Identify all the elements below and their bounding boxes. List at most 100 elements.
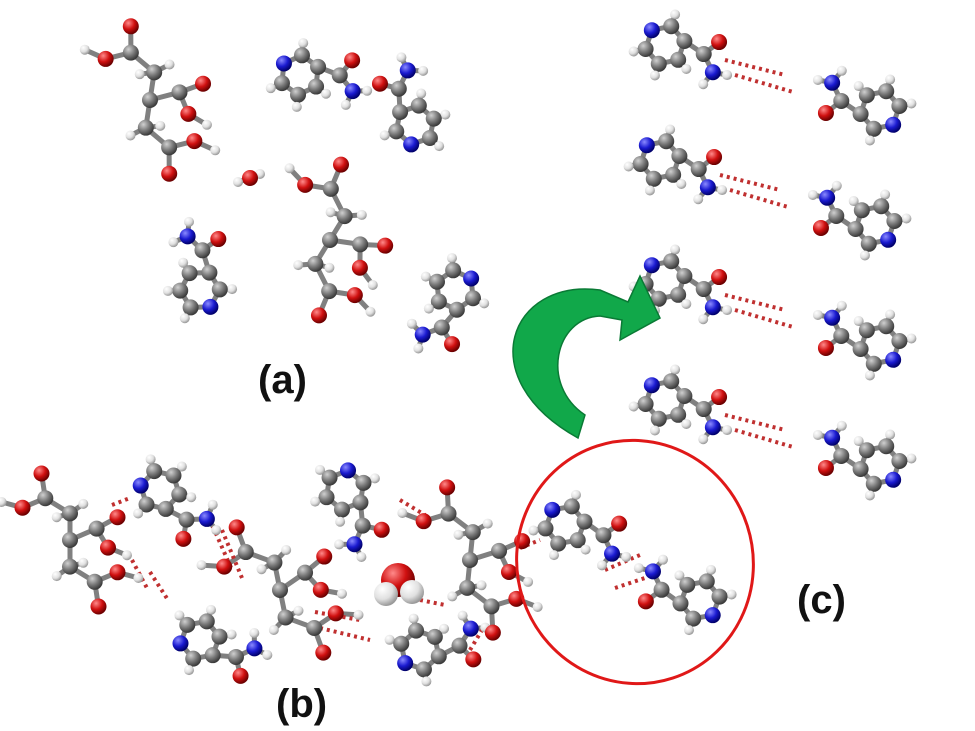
oxygen-atom bbox=[195, 75, 212, 92]
nitrogen-atom bbox=[819, 189, 836, 206]
carbon-atom bbox=[146, 463, 163, 480]
hydrogen-atom bbox=[633, 563, 644, 574]
carbon-atom bbox=[445, 262, 462, 279]
carbon-atom bbox=[157, 500, 174, 517]
hydrogen-bond bbox=[319, 626, 371, 642]
carbon-atom bbox=[290, 86, 307, 103]
carbon-atom bbox=[322, 180, 339, 197]
nitrogen-atom bbox=[462, 620, 479, 637]
oxygen-atom bbox=[817, 339, 834, 356]
carbon-atom bbox=[122, 44, 139, 61]
carbon-atom bbox=[266, 554, 283, 571]
hydrogen-atom bbox=[726, 589, 737, 600]
hydrogen-atom bbox=[457, 610, 468, 621]
oxygen-atom bbox=[444, 336, 461, 353]
nitrogen-atom bbox=[824, 74, 841, 91]
carbon-atom bbox=[355, 474, 372, 491]
hydrogen-atom bbox=[353, 609, 364, 620]
hydrogen-atom bbox=[207, 499, 218, 510]
hydrogen-atom bbox=[408, 613, 419, 624]
oxygen-atom bbox=[377, 237, 394, 254]
panel-label-a: (a) bbox=[258, 358, 307, 402]
nitrogen-atom bbox=[132, 477, 149, 494]
nitrogen-atom bbox=[198, 510, 215, 527]
hydrogen-atom bbox=[321, 88, 332, 99]
hydrogen-atom bbox=[125, 130, 136, 141]
hydrogen-atom bbox=[262, 649, 273, 660]
hydrogen-atom bbox=[831, 180, 842, 191]
curved-arrow bbox=[512, 274, 661, 440]
hydrogen-atom bbox=[291, 101, 302, 112]
carbon-atom bbox=[860, 235, 877, 252]
nitrogen-atom bbox=[885, 116, 902, 133]
hydrogen-atom bbox=[168, 237, 179, 248]
oxygen-atom bbox=[817, 104, 834, 121]
hydrogen-atom bbox=[880, 189, 891, 200]
hydrogen-atom bbox=[227, 284, 238, 295]
nitrogen-atom bbox=[179, 228, 196, 245]
nitrogen-atom bbox=[463, 270, 480, 287]
carbon-atom bbox=[138, 496, 155, 513]
carbon-atom bbox=[333, 501, 350, 518]
hydrogen-atom bbox=[418, 65, 429, 76]
hydrogen-bond bbox=[614, 576, 646, 590]
hydrogen-atom bbox=[336, 588, 347, 599]
hydrogen-atom bbox=[885, 74, 896, 85]
carbon-atom bbox=[698, 573, 715, 590]
oxygen-atom bbox=[122, 18, 139, 35]
hydrogen-atom bbox=[722, 70, 733, 81]
hydrogen-atom bbox=[864, 490, 875, 501]
oxygen-atom bbox=[344, 52, 361, 69]
carbon-atom bbox=[632, 156, 649, 173]
hydrogen-atom bbox=[812, 429, 823, 440]
hydrogen-atom bbox=[440, 109, 451, 120]
carbon-atom bbox=[440, 505, 457, 522]
oxygen-atom bbox=[109, 564, 126, 581]
hydrogen-atom bbox=[864, 370, 875, 381]
nitrogen-atom bbox=[346, 536, 363, 553]
carbon-atom bbox=[137, 119, 154, 136]
hydrogen-atom bbox=[334, 539, 345, 550]
hydrogen-atom bbox=[367, 280, 378, 291]
carbon-atom bbox=[833, 447, 850, 464]
carbon-atom bbox=[464, 524, 481, 541]
carbon-atom bbox=[336, 208, 353, 225]
oxygen-atom bbox=[333, 156, 350, 173]
oxygen-atom bbox=[210, 231, 227, 248]
carbon-atom bbox=[671, 147, 688, 164]
hydrogen-atom bbox=[416, 88, 427, 99]
carbon-atom bbox=[415, 661, 432, 678]
nitrogen-atom bbox=[202, 298, 219, 315]
hydrogen-atom bbox=[256, 564, 267, 575]
carbon-atom bbox=[331, 67, 348, 84]
carbon-atom bbox=[891, 332, 908, 349]
carbon-atom bbox=[865, 120, 882, 137]
nitrogen-atom bbox=[699, 179, 716, 196]
carbon-atom bbox=[388, 123, 405, 140]
carbon-atom bbox=[88, 520, 105, 537]
hydrogen-atom bbox=[523, 576, 534, 587]
hydrogen-atom bbox=[864, 135, 875, 146]
carbon-atom bbox=[676, 387, 693, 404]
carbon-atom bbox=[354, 517, 371, 534]
hydrogen-bond bbox=[724, 58, 786, 77]
hydrogen-atom bbox=[184, 216, 195, 227]
carbon-atom bbox=[637, 41, 654, 58]
carbon-atom bbox=[483, 598, 500, 615]
carbon-atom bbox=[352, 236, 369, 253]
oxygen-atom bbox=[14, 499, 31, 516]
carbon-atom bbox=[178, 511, 195, 528]
hydrogen-atom bbox=[174, 610, 185, 621]
carbon-atom bbox=[676, 267, 693, 284]
carbon-atom bbox=[663, 18, 680, 35]
oxygen-atom bbox=[297, 176, 314, 193]
hydrogen-atom bbox=[836, 420, 847, 431]
carbon-atom bbox=[227, 648, 244, 665]
hydrogen-atom bbox=[324, 262, 335, 273]
hydrogen-atom bbox=[365, 306, 376, 317]
hydrogen-atom bbox=[133, 508, 144, 519]
hydrogen-atom bbox=[906, 98, 917, 109]
hydrogen-atom bbox=[479, 298, 490, 309]
hydrogen-atom bbox=[79, 44, 90, 55]
carbon-atom bbox=[410, 97, 427, 114]
